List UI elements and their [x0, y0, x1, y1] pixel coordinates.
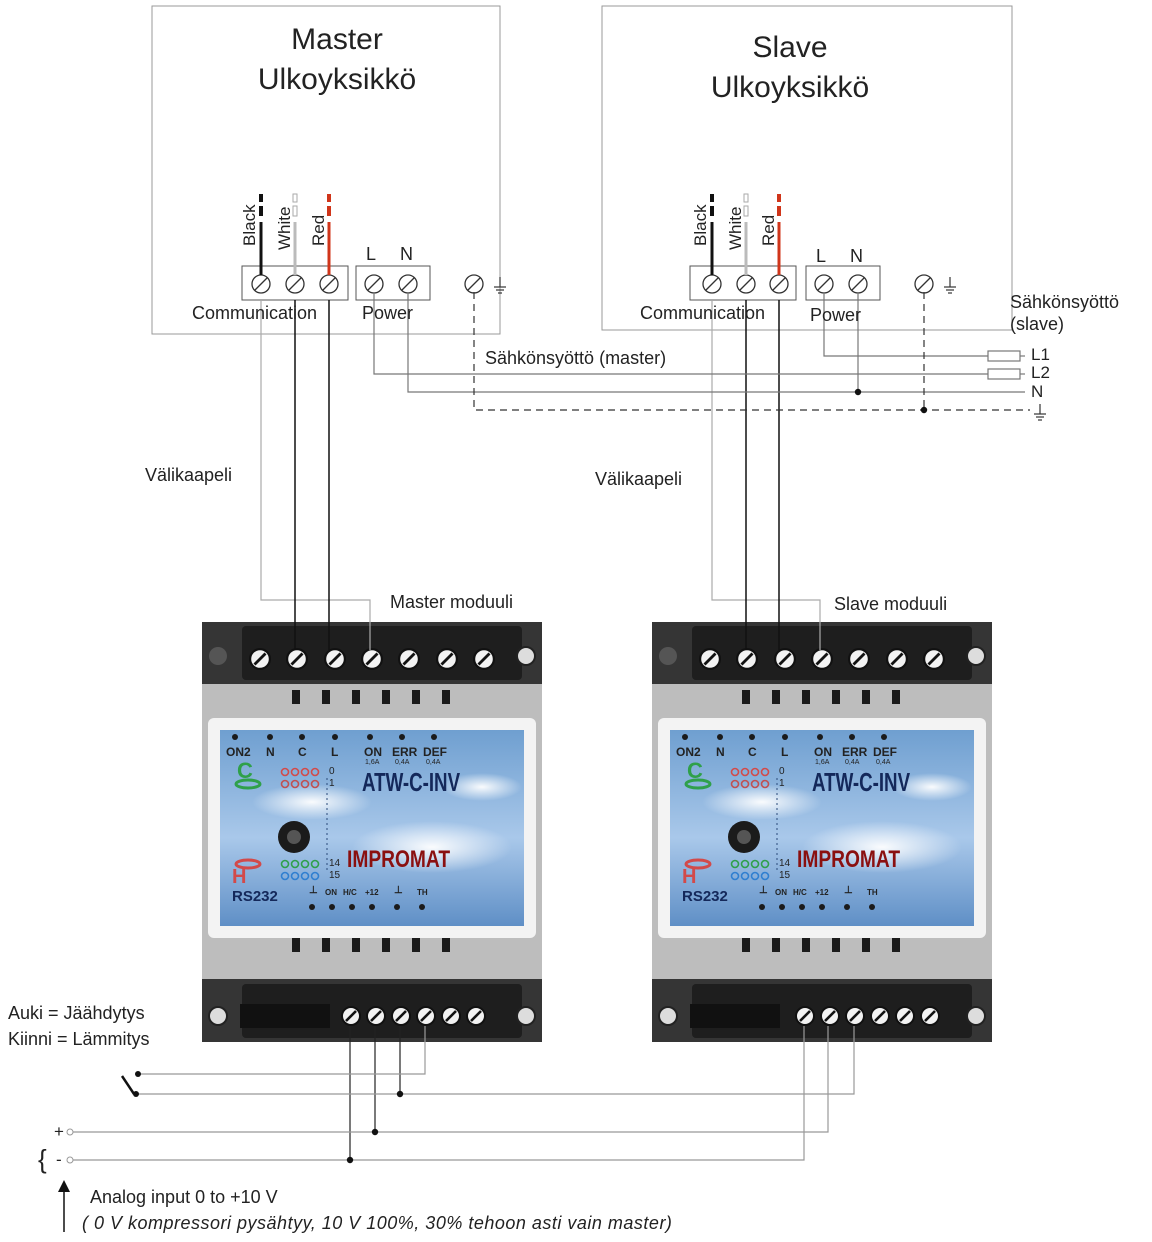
face-code-1: 1 [329, 778, 335, 789]
slave-power-label: Power [810, 305, 862, 325]
control-wiring [70, 1026, 855, 1161]
slave-unit-title-2: Ulkoyksikkö [710, 71, 870, 104]
master-L-label: L [366, 244, 377, 264]
face-label-on2: ON2 [676, 745, 701, 759]
slave-supply-label-2: (slave) [1010, 314, 1065, 334]
face-bottom-gnd2: ⊥ [844, 885, 853, 896]
master-supply-label: Sähkönsyöttö (master) [482, 348, 670, 369]
face-label-def: DEF [873, 745, 897, 759]
analog-brace-icon: { [38, 1144, 47, 1174]
face-bottom-12: +12 [365, 888, 379, 897]
master-unit-title-1: Master [291, 23, 383, 56]
face-bottom-gnd1: ⊥ [759, 885, 768, 896]
master-power-label: Power [362, 303, 414, 323]
face-code-15: 15 [329, 870, 341, 881]
master-communication-label: Communication [192, 303, 318, 323]
face-code-14: 14 [329, 858, 341, 869]
face-label-on-rating: 1,6A [365, 759, 380, 766]
face-bottom-hc: H/C [793, 888, 807, 897]
face-bottom-on: ON [775, 888, 787, 897]
slave-supply-label-1: Sähkönsyöttö [1010, 292, 1120, 312]
face-h-mark: H [232, 866, 247, 888]
face-label-err-rating: 0,4A [845, 759, 860, 766]
slave-unit-title-1: Slave [752, 31, 828, 64]
slave-communication-cable [711, 300, 821, 650]
switch-icon [120, 1071, 141, 1097]
analog-plus-terminal [66, 1128, 74, 1136]
arrow-up-icon [58, 1180, 70, 1232]
left-cable-label: Välikaapeli [145, 465, 233, 485]
face-bottom-th: TH [867, 888, 878, 897]
supply-ground-icon [1033, 403, 1047, 421]
slave-L-label: L [816, 246, 827, 266]
face-bottom-on: ON [325, 888, 337, 897]
slave-communication-label: Communication [640, 303, 766, 323]
master-N-label: N [400, 244, 413, 264]
master-communication-cable [260, 300, 371, 650]
face-bottom-12: +12 [815, 888, 829, 897]
switch-closed-label: Kiinni = Lämmitys [8, 1029, 150, 1049]
face-bottom-gnd1: ⊥ [309, 885, 318, 896]
right-cable-label: Välikaapeli [595, 469, 683, 489]
face-c-mark: C [237, 758, 253, 783]
face-label-on-rating: 1,6A [815, 759, 830, 766]
slave-module [652, 622, 992, 1042]
face-label-def: DEF [423, 745, 447, 759]
master-unit-title-2: Ulkoyksikkö [257, 63, 417, 96]
switch-open-label: Auki = Jäähdytys [8, 1003, 145, 1023]
master-red-label: Red [309, 214, 328, 246]
slave-white-label: White [726, 206, 745, 250]
face-label-err: ERR [392, 745, 418, 759]
face-model: ATW-C-INV [362, 767, 461, 797]
face-c-mark: C [687, 758, 703, 783]
face-label-on2: ON2 [226, 745, 251, 759]
face-brand: IMPROMAT [797, 846, 901, 873]
analog-minus-terminal [66, 1156, 74, 1164]
master-module-label: Master moduuli [390, 592, 514, 612]
analog-plus-label: + [54, 1122, 64, 1141]
face-model: ATW-C-INV [812, 767, 911, 797]
face-label-def-rating: 0,4A [426, 759, 441, 766]
slave-red-label: Red [759, 214, 778, 246]
face-rs232: RS232 [232, 888, 278, 905]
face-label-on: ON [364, 745, 382, 759]
slave-module-label: Slave moduuli [834, 594, 948, 614]
analog-input-description: ( 0 V kompressori pysähtyy, 10 V 100%, 3… [82, 1213, 673, 1233]
slave-N-label: N [850, 246, 863, 266]
power-wiring [373, 292, 1025, 393]
master-black-label: Black [240, 204, 259, 246]
face-label-err-rating: 0,4A [395, 759, 410, 766]
N-label: N [1031, 382, 1044, 401]
face-label-def-rating: 0,4A [876, 759, 891, 766]
face-code-0: 0 [329, 766, 335, 777]
face-bottom-gnd2: ⊥ [394, 885, 403, 896]
face-label-err: ERR [842, 745, 868, 759]
ground-wiring [473, 292, 1030, 411]
face-label-c: C [298, 745, 307, 759]
master-white-label: White [275, 206, 294, 250]
face-label-l: L [331, 745, 339, 759]
face-brand: IMPROMAT [347, 846, 451, 873]
face-label-n: N [266, 745, 275, 759]
face-label-n: N [716, 745, 725, 759]
face-label-c: C [748, 745, 757, 759]
face-h-mark: H [682, 866, 697, 888]
face-code-1: 1 [779, 778, 785, 789]
face-bottom-th: TH [417, 888, 428, 897]
face-label-l: L [781, 745, 789, 759]
L2-label: L2 [1031, 363, 1050, 382]
face-rs232: RS232 [682, 888, 728, 905]
analog-input-title: Analog input 0 to +10 V [90, 1187, 278, 1207]
analog-minus-label: - [56, 1150, 62, 1169]
slave-black-label: Black [691, 204, 710, 246]
face-code-0: 0 [779, 766, 785, 777]
L1-label: L1 [1031, 345, 1050, 364]
master-module [202, 622, 542, 1042]
face-code-14: 14 [779, 858, 791, 869]
face-code-15: 15 [779, 870, 791, 881]
face-label-on: ON [814, 745, 832, 759]
face-bottom-hc: H/C [343, 888, 357, 897]
